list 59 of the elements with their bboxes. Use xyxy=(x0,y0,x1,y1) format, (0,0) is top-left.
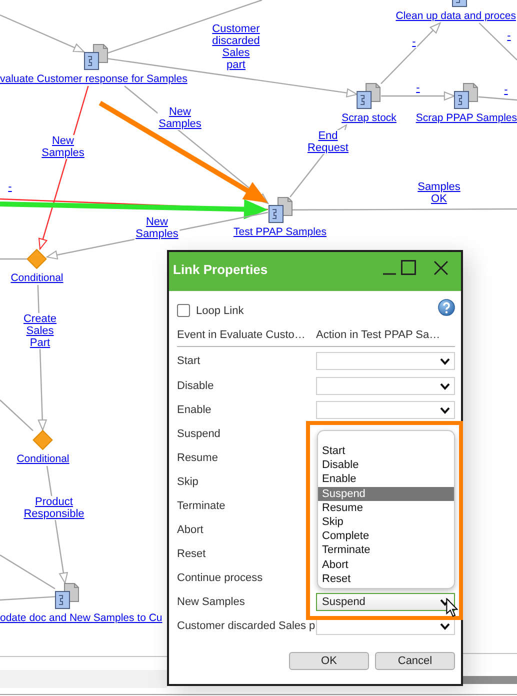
field-label: Start xyxy=(177,354,200,368)
edge-label: New Samples xyxy=(40,135,86,159)
connector-line xyxy=(0,400,34,432)
arrow xyxy=(380,22,441,84)
edge-label: Samples OK xyxy=(416,181,462,205)
highlight-arrow xyxy=(98,100,268,203)
arrow xyxy=(108,58,358,98)
field-label: Skip xyxy=(177,475,198,489)
node-label: Scrap PPAP Samples xyxy=(416,112,517,125)
field-label: Disable xyxy=(177,379,214,393)
node-label: valuate Customer response for Samples xyxy=(0,73,188,86)
node-label: Conditional xyxy=(16,453,70,466)
field-label: New Samples xyxy=(177,595,245,609)
field-label: Terminate xyxy=(177,499,226,513)
dropdown-option: Complete xyxy=(318,529,454,544)
connector-line xyxy=(0,596,56,601)
node-label: Scrap stock xyxy=(342,112,396,125)
field-label: Suspend xyxy=(177,427,220,441)
cancel-button: Cancel xyxy=(375,652,455,670)
dropdown-option: Terminate xyxy=(318,543,454,558)
connector-line xyxy=(478,22,517,60)
column-header: Action in Test PPAP Sa… xyxy=(316,328,440,342)
dropdown-option: Enable xyxy=(318,472,454,487)
dropdown-option: Start xyxy=(318,444,454,458)
column-header: Event in Evaluate Custo… xyxy=(177,328,306,342)
node-label: Conditional xyxy=(10,272,64,285)
edge-label: End Request xyxy=(306,130,350,154)
dropdown-option: Resume xyxy=(318,500,454,515)
node-label: odate doc and New Samples to Cu xyxy=(0,612,162,625)
connector-line xyxy=(292,208,517,210)
edge-label: Customer discarded Sales part xyxy=(211,23,261,71)
connector-line xyxy=(478,96,517,101)
connector-line xyxy=(0,554,56,590)
field-label: Reset xyxy=(177,547,206,561)
dropdown-option: Disable xyxy=(318,458,454,472)
dropdown-option: Skip xyxy=(318,515,454,530)
checkbox-label: Loop Link xyxy=(196,304,244,318)
node-label: Test PPAP Samples xyxy=(234,226,326,239)
dropdown-option: Suspend xyxy=(318,486,454,501)
dropdown-field: Suspend xyxy=(316,593,455,611)
connector-line xyxy=(108,0,262,54)
dropdown-option: Reset xyxy=(318,572,454,586)
edge-label: New Samples xyxy=(134,216,180,240)
field-label: Continue process xyxy=(177,571,263,585)
dialog-title: Link Properties xyxy=(173,262,268,278)
arrow xyxy=(0,14,84,52)
edge-label: Product Responsible xyxy=(22,496,86,520)
field-label: Customer discarded Sales p xyxy=(177,619,316,633)
ok-button: OK xyxy=(289,652,369,670)
edge-label: New Samples xyxy=(158,106,202,130)
edge-label: Create Sales Part xyxy=(22,313,58,349)
highlight-arrow xyxy=(0,199,268,220)
field-label: Abort xyxy=(177,523,204,537)
field-label: Resume xyxy=(177,451,218,465)
arrow xyxy=(381,92,455,100)
field-label: Enable xyxy=(177,403,212,417)
node-label: Clean up data and proces xyxy=(396,10,516,23)
dropdown-option: Abort xyxy=(318,558,454,572)
connector-line xyxy=(0,258,27,260)
